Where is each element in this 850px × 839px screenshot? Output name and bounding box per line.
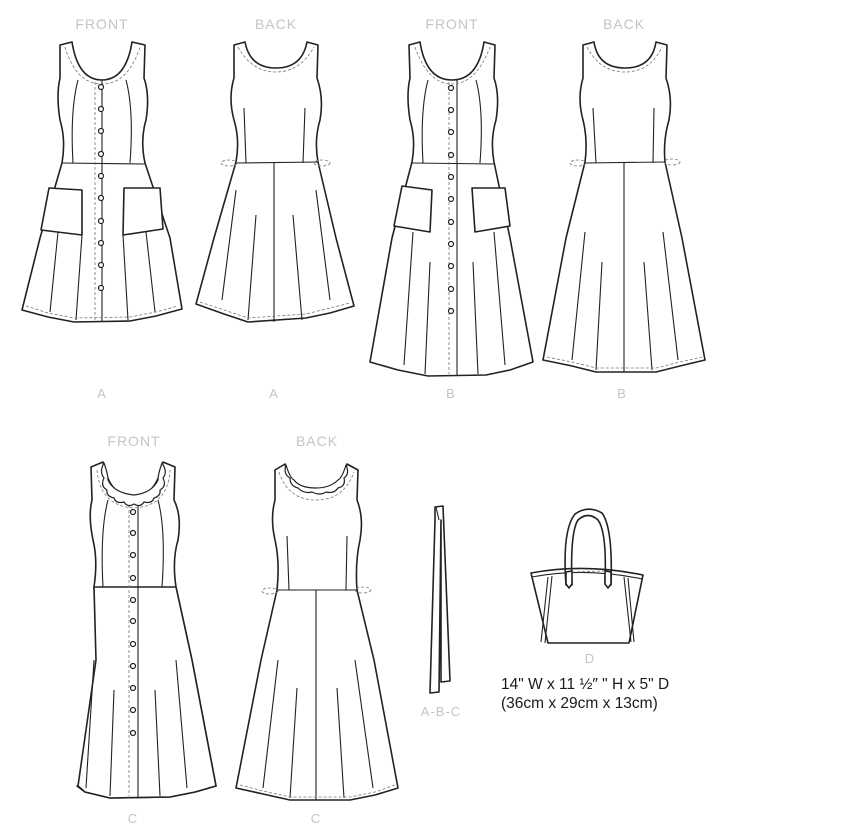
code-c-front: C	[127, 811, 139, 826]
code-c-back: C	[310, 811, 322, 826]
dress-b-front-illustration	[0, 0, 560, 400]
dress-c-front-illustration	[0, 0, 230, 820]
bag-dimensions-imperial: 14" W x 11 ½″ " H x 5" D	[501, 676, 670, 693]
label-back-a: BACK	[254, 16, 298, 32]
label-front-a: FRONT	[75, 16, 129, 32]
dress-b-back-illustration	[0, 0, 720, 400]
code-sash: A-B-C	[420, 704, 462, 719]
dress-c-back-illustration	[0, 0, 420, 820]
code-a-back: A	[269, 386, 279, 401]
bag-dimensions-metric: (36cm x 29cm x 13cm)	[501, 695, 658, 712]
button-icons	[97, 83, 105, 292]
code-a-front: A	[97, 386, 107, 401]
sash-illustration	[0, 0, 460, 700]
dress-a-back-illustration	[0, 0, 370, 340]
code-b-back: B	[617, 386, 627, 401]
label-front-b: FRONT	[425, 16, 479, 32]
bag-illustration	[530, 508, 644, 644]
label-back-c: BACK	[295, 433, 339, 449]
label-front-c: FRONT	[107, 433, 161, 449]
button-icons	[447, 84, 455, 315]
bag-dimensions: 14" W x 11 ½″ " H x 5" D (36cm x 29cm x …	[501, 675, 669, 713]
code-b-front: B	[446, 386, 456, 401]
code-bag: D	[584, 651, 596, 666]
label-back-b: BACK	[602, 16, 646, 32]
dress-a-front-illustration	[0, 0, 200, 340]
button-icons	[129, 508, 137, 737]
